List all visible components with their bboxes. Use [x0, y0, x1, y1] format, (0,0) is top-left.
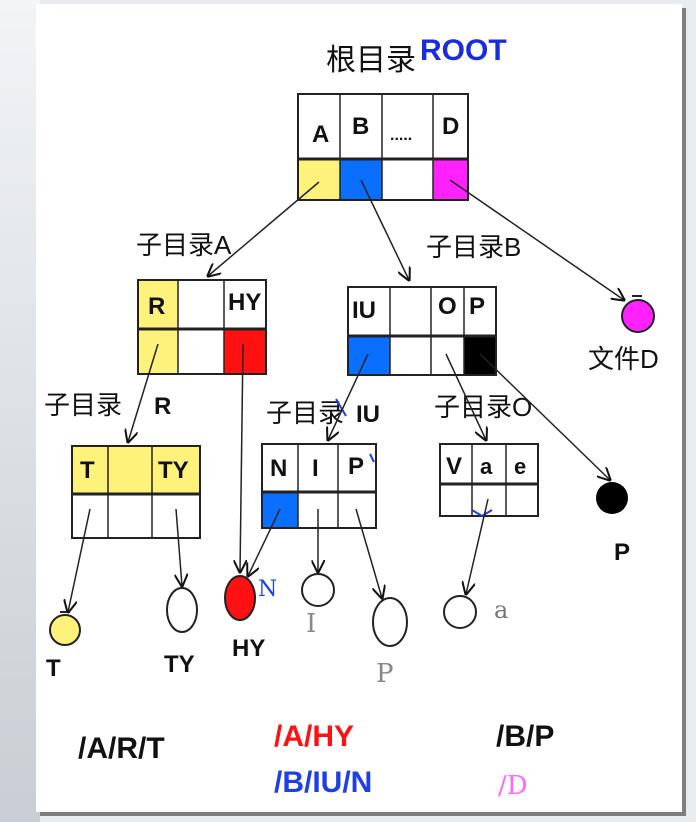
dir-a-cell-hy-label: HY — [228, 289, 261, 316]
edge-a-r — [128, 343, 159, 442]
file-p-node — [372, 597, 408, 647]
file-p-label: P — [376, 659, 394, 689]
edge-r-ty — [176, 508, 182, 586]
edge-root-d — [449, 179, 624, 300]
edge-iu-n — [248, 508, 281, 576]
root-title-cn: 根目录 — [326, 44, 416, 77]
file-hy-n-mark: N — [258, 577, 277, 602]
file-p-black-node — [596, 482, 628, 514]
dir-b-cell-iu-label: IU — [352, 297, 376, 324]
file-ty-label: TY — [164, 651, 195, 678]
file-hy-node — [224, 575, 256, 621]
directory-tree-diagram: 根目录 ROOT A B ..... D 子目录A R HY 子目录B — [44, 34, 659, 801]
file-a-label: a — [494, 596, 508, 624]
dir-r-table: T TY — [71, 445, 201, 539]
dir-a-cell-r-bg — [138, 280, 178, 374]
dir-a-label: 子目录A — [136, 230, 232, 260]
dir-iu-label-en: IU — [356, 401, 380, 428]
edge-a-hy — [240, 343, 243, 572]
path-bp: /B/P — [496, 720, 554, 753]
file-t-label: T — [46, 655, 61, 682]
file-hy-label: HY — [232, 635, 265, 662]
dir-b-cell-p-label: P — [469, 293, 485, 320]
file-ty-node — [166, 587, 198, 633]
root-cell-dots-label: ..... — [390, 127, 412, 144]
dir-iu-cell-i-label: I — [312, 455, 319, 482]
file-t-node — [49, 614, 81, 646]
dir-r-cell-t-label: T — [80, 457, 95, 484]
path-biun: /B/IU/N — [274, 766, 372, 799]
dir-iu-table: N I P — [261, 443, 377, 529]
root-cell-b-color — [340, 159, 382, 200]
edge-b-o — [445, 353, 486, 440]
dir-o-cell-a-label: a — [480, 454, 493, 479]
dir-b-cell-o-label: O — [438, 293, 457, 320]
diagram-canvas: 根目录 ROOT A B ..... D 子目录A R HY 子目录B — [36, 4, 682, 812]
dir-o-table: V a e — [439, 443, 539, 517]
dir-iu-cell-n-label: N — [270, 455, 287, 482]
file-d-label: 文件D — [588, 344, 659, 374]
path-art: /A/R/T — [78, 732, 165, 765]
dir-r-label-en: R — [154, 393, 171, 420]
dir-a-table: R HY — [137, 279, 267, 375]
dir-a-cell-r-label: R — [148, 293, 165, 320]
dir-iu-cell-p-label: P — [348, 453, 364, 480]
dir-r-top-row-bg — [72, 446, 200, 494]
root-directory-table: A B ..... D — [297, 93, 469, 201]
dir-r-label-cn: 子目录 — [44, 390, 122, 420]
file-i-label: I — [306, 609, 316, 639]
dir-a-cell-hy-color — [224, 329, 266, 374]
tree-edges — [68, 179, 624, 612]
edge-b-iu — [328, 353, 369, 440]
edge-root-a — [208, 181, 320, 276]
file-p-black-label: P — [614, 539, 630, 566]
dir-o-cell-v-label: V — [446, 453, 462, 480]
edge-iu-p — [355, 508, 382, 598]
dir-r-cell-ty-label: TY — [158, 457, 189, 484]
path-ahy: /A/HY — [274, 720, 354, 753]
dir-o-cell-e-label: e — [514, 454, 526, 479]
file-d-node — [621, 299, 655, 333]
file-i-node — [301, 573, 335, 607]
root-cell-a-label: A — [312, 121, 329, 148]
dir-iu-label-cn: 子目录 — [266, 398, 344, 428]
edge-b-p — [479, 353, 610, 480]
dir-b-label: 子目录B — [426, 232, 521, 262]
edge-r-t — [68, 508, 91, 612]
root-cell-b-label: B — [352, 113, 369, 140]
dir-b-cell-p-color — [464, 336, 496, 375]
path-d: /D — [498, 771, 528, 801]
root-title-en: ROOT — [420, 34, 507, 67]
file-a-node — [443, 595, 477, 629]
root-cell-d-label: D — [442, 113, 459, 140]
edge-root-b — [360, 179, 409, 280]
dir-o-label: 子目录O — [434, 392, 532, 422]
background-left-strip — [0, 0, 40, 822]
dir-b-cell-iu-color — [348, 336, 390, 375]
dir-b-table: IU O P — [347, 286, 497, 376]
edge-o-a — [466, 498, 489, 594]
